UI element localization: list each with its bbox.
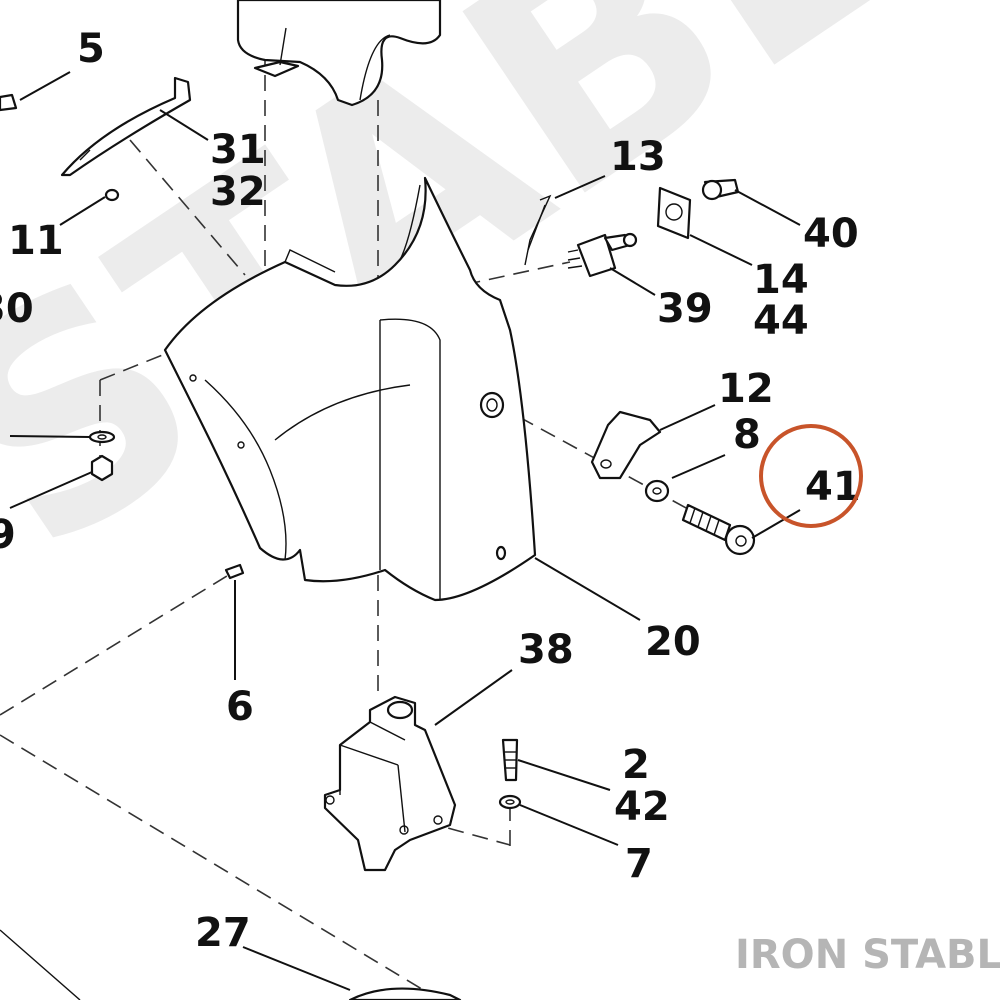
callout-20: 20 [645, 619, 701, 665]
callout-7: 7 [625, 841, 653, 887]
callout-9: 9 [0, 512, 16, 558]
spring-clip-13-part [524, 194, 552, 266]
callout-27: 27 [195, 910, 251, 956]
callout-2: 2 [622, 742, 650, 788]
washer-7-part [498, 794, 522, 810]
bolt-2-part [501, 738, 519, 782]
bolt-5-part [0, 93, 18, 112]
bracket-31-part [60, 76, 192, 177]
callout-44: 44 [753, 298, 809, 344]
washer-left-part [88, 430, 116, 444]
callout-39: 39 [657, 286, 713, 332]
clip-12-part [590, 410, 662, 480]
callout-42: 42 [614, 784, 670, 830]
brand-watermark: IRON STABLE [735, 932, 1000, 978]
callout-labels: 5 31 32 11 30 13 40 14 44 39 12 8 41 20 … [0, 26, 861, 956]
headlamp-housing-part [163, 176, 537, 602]
nut-11-part [104, 188, 120, 202]
highlight-circle-41 [759, 424, 863, 528]
nut-left-part [90, 454, 114, 482]
callout-38: 38 [518, 627, 574, 673]
bolt-40-part [701, 178, 740, 201]
leader-lines [9, 71, 801, 991]
callout-8: 8 [733, 412, 761, 458]
callout-13: 13 [610, 134, 666, 180]
callout-30: 30 [0, 286, 34, 332]
callout-12: 12 [718, 366, 774, 412]
pin-6-part [224, 563, 245, 580]
callout-14: 14 [753, 257, 809, 303]
callout-6: 6 [226, 684, 254, 730]
callout-32: 32 [210, 169, 266, 215]
ignition-coil-part [323, 695, 457, 872]
callout-31: 31 [210, 127, 266, 173]
callout-5: 5 [77, 26, 105, 72]
part-27-fragment [0, 929, 462, 1000]
screw-41-part [681, 503, 756, 556]
washer-8-part [644, 479, 670, 503]
gasket-14-part [656, 186, 692, 240]
upper-cover-part [236, 0, 442, 107]
switch-39-part [567, 232, 638, 278]
callout-11: 11 [8, 218, 64, 264]
callout-40: 40 [803, 211, 859, 257]
